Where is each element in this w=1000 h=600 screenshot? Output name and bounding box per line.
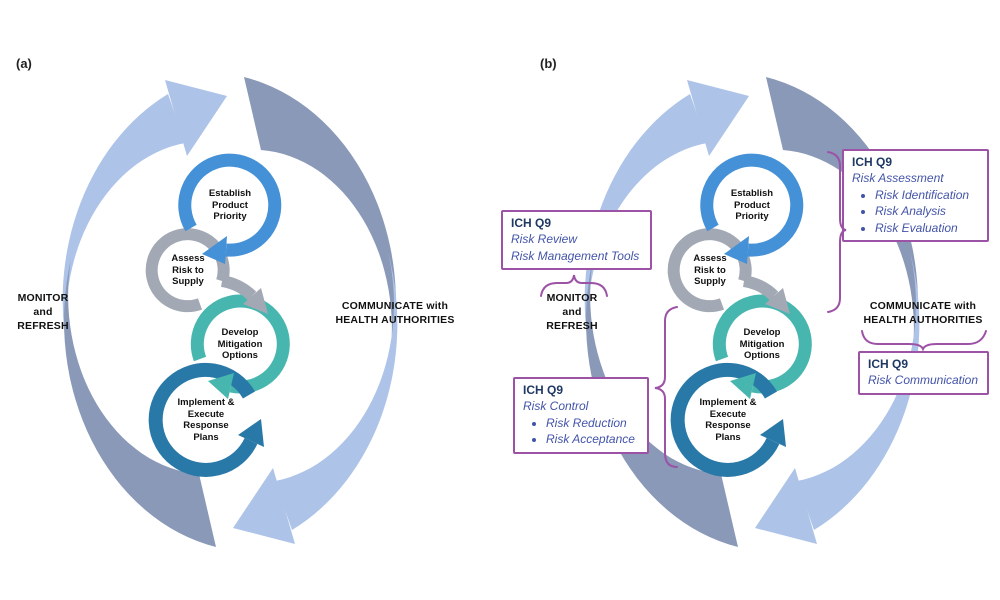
step-label-develop-a: Develop Mitigation Options [217, 327, 263, 361]
step-rings-b [667, 153, 812, 477]
annotation-box-risk-control: ICH Q9 Risk Control Risk Reduction Risk … [513, 377, 649, 454]
cycle-arrow-upper-left [62, 94, 185, 372]
step-label-implement-a: Implement & Execute Response Plans [177, 397, 235, 443]
monitor-refresh-label-b: MONITOR and REFRESH [546, 292, 598, 332]
communicate-label-a: COMMUNICATE with HEALTH AUTHORITIES [335, 300, 455, 326]
step-label-implement-b: Implement & Execute Response Plans [699, 397, 757, 443]
cycle-swoosh-upper-right [766, 77, 918, 365]
annotation-line: Risk Control [523, 399, 589, 413]
annotation-line: Risk Assessment [852, 171, 944, 185]
ring-establish-icon [178, 153, 282, 257]
ring-implement-icon [148, 362, 258, 477]
step-label-establish-a: Establish Product Priority [208, 188, 252, 222]
cycle-swoosh-lower-left [586, 259, 738, 547]
ring-assess-tail [220, 275, 257, 301]
ring-implement-arrowhead-icon [238, 419, 264, 447]
cycle-arrow-upper-left [584, 94, 707, 372]
step-rings-a [145, 153, 290, 477]
cycle-diagram-a [62, 77, 398, 547]
panel-b-label: (b) [540, 56, 557, 71]
panel-a-label: (a) [16, 56, 32, 71]
cycle-arrowhead-top-icon [165, 80, 227, 156]
annotation-box-risk-communication: ICH Q9 Risk Communication [858, 351, 989, 395]
cycle-diagram-b [584, 77, 920, 547]
annotation-heading: ICH Q9 [868, 357, 909, 371]
annotation-bullet: Risk Acceptance [546, 431, 639, 448]
ring-establish-arrowhead-icon [202, 236, 227, 264]
step-label-develop-b: Develop Mitigation Options [739, 327, 785, 361]
brace-risk-communication [861, 330, 987, 352]
communicate-label-b: COMMUNICATE with HEALTH AUTHORITIES [863, 300, 983, 326]
ring-develop-icon [712, 294, 812, 394]
outer-cycle-a [62, 77, 398, 547]
cycle-arrow-lower-right [797, 252, 920, 530]
annotation-line: Risk Review [511, 232, 578, 246]
annotation-heading: ICH Q9 [852, 155, 893, 169]
ring-assess-arrowhead-icon [765, 288, 790, 314]
annotation-heading: ICH Q9 [523, 383, 564, 397]
annotation-line: Risk Management Tools [511, 248, 640, 263]
annotation-bullet: Risk Analysis [875, 203, 979, 220]
ring-assess-arrowhead-icon [243, 288, 268, 314]
cycle-arrow-lower-right [275, 252, 398, 530]
ring-establish-arrowhead-icon [724, 236, 749, 264]
step-label-establish-b: Establish Product Priority [730, 188, 774, 222]
annotation-bullet-list: Risk Identification Risk Analysis Risk E… [852, 187, 979, 237]
ring-implement-icon [670, 362, 780, 477]
annotation-bullet-list: Risk Reduction Risk Acceptance [523, 415, 639, 448]
ring-develop-icon [190, 294, 290, 394]
step-label-assess-a: Assess Risk to Supply [171, 253, 205, 287]
annotation-line: Risk Communication [868, 373, 979, 387]
ring-implement-arrowhead-icon [760, 419, 786, 447]
step-label-assess-b: Assess Risk to Supply [693, 253, 727, 287]
cycle-swoosh-upper-right [244, 77, 396, 365]
annotation-box-risk-assessment: ICH Q9 Risk Assessment Risk Identificati… [842, 149, 989, 242]
brace-risk-review [540, 274, 608, 297]
annotation-bullet: Risk Identification [875, 187, 979, 204]
brace-risk-control [654, 306, 678, 468]
ring-establish-icon [700, 153, 804, 257]
annotation-bullet: Risk Evaluation [875, 220, 979, 237]
annotation-bullet: Risk Reduction [546, 415, 639, 432]
ring-develop-arrowhead-icon [208, 373, 234, 399]
ring-assess-tail [742, 275, 779, 301]
brace-risk-assessment [827, 151, 847, 313]
cycle-arrowhead-bottom-icon [755, 468, 817, 544]
cycle-arrowhead-top-icon [687, 80, 749, 156]
cycle-swoosh-lower-left [64, 259, 216, 547]
monitor-refresh-label-a: MONITOR and REFRESH [17, 292, 69, 332]
annotation-heading: ICH Q9 [511, 216, 552, 230]
ring-develop-arrowhead-icon [730, 373, 756, 399]
cycle-arrowhead-bottom-icon [233, 468, 295, 544]
annotation-box-risk-review: ICH Q9 Risk Review Risk Management Tools [501, 210, 652, 270]
outer-cycle-b [584, 77, 920, 547]
